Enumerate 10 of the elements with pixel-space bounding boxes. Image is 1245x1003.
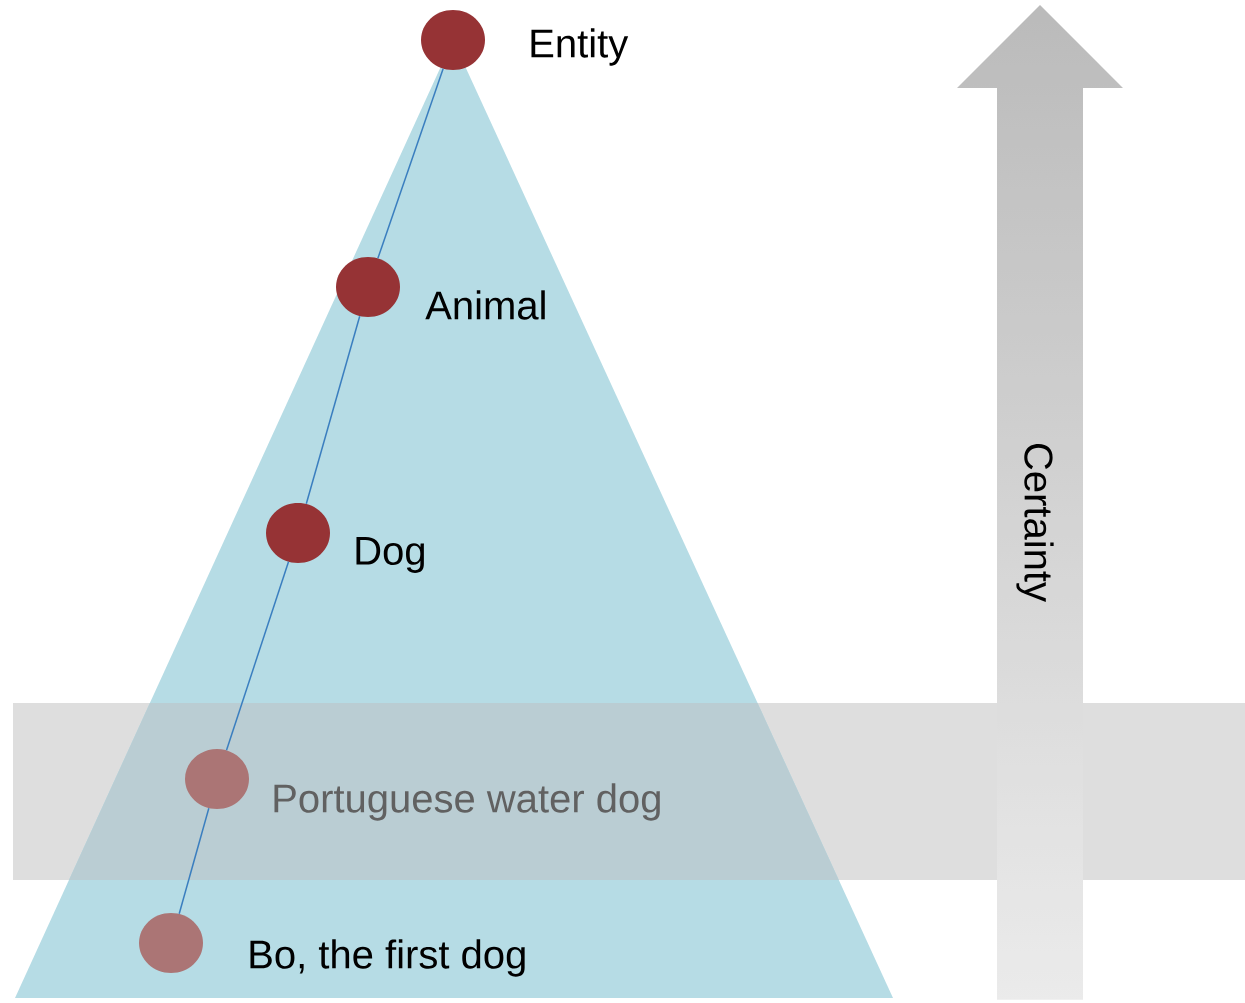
connector-line — [225, 561, 290, 751]
connector-line — [305, 315, 361, 505]
node-label: Dog — [356, 537, 424, 573]
node-label: Entity — [531, 28, 629, 66]
node-label: Bo, the first dog — [250, 939, 525, 977]
connector-line — [178, 807, 210, 915]
axis-label: Certainty — [1016, 444, 1054, 602]
node-label: Portuguese water dog — [274, 783, 660, 821]
connector-line — [377, 68, 444, 259]
node-label: Animal — [425, 290, 545, 320]
